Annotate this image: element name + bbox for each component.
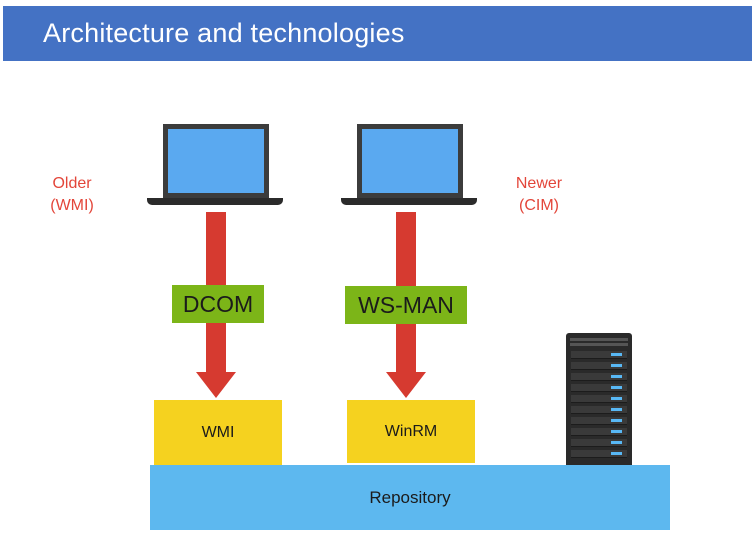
newer-label-line2: (CIM) [519,197,559,214]
dcom-protocol-label: DCOM [172,285,264,323]
laptop-base [147,198,283,205]
older-label-line2: (WMI) [50,197,94,214]
newer-label: Newer (CIM) [506,173,572,217]
laptop-base [341,198,477,205]
server-rack-icon [566,333,632,466]
older-label-line1: Older [52,175,92,192]
laptop-screen [357,124,463,198]
wmi-component-box: WMI [154,400,282,465]
repository-bar: Repository [150,465,670,530]
slide-title: Architecture and technologies [43,18,405,48]
laptop-icon [341,124,477,206]
wsman-protocol-label: WS-MAN [345,286,467,324]
laptop-icon [147,124,283,206]
newer-label-line1: Newer [515,175,563,192]
laptop-screen [163,124,269,198]
winrm-component-box: WinRM [347,400,475,463]
title-bar: Architecture and technologies [3,6,752,61]
dcom-arrow-head [196,372,236,398]
older-label: Older (WMI) [40,173,104,217]
wsman-arrow-head [386,372,426,398]
